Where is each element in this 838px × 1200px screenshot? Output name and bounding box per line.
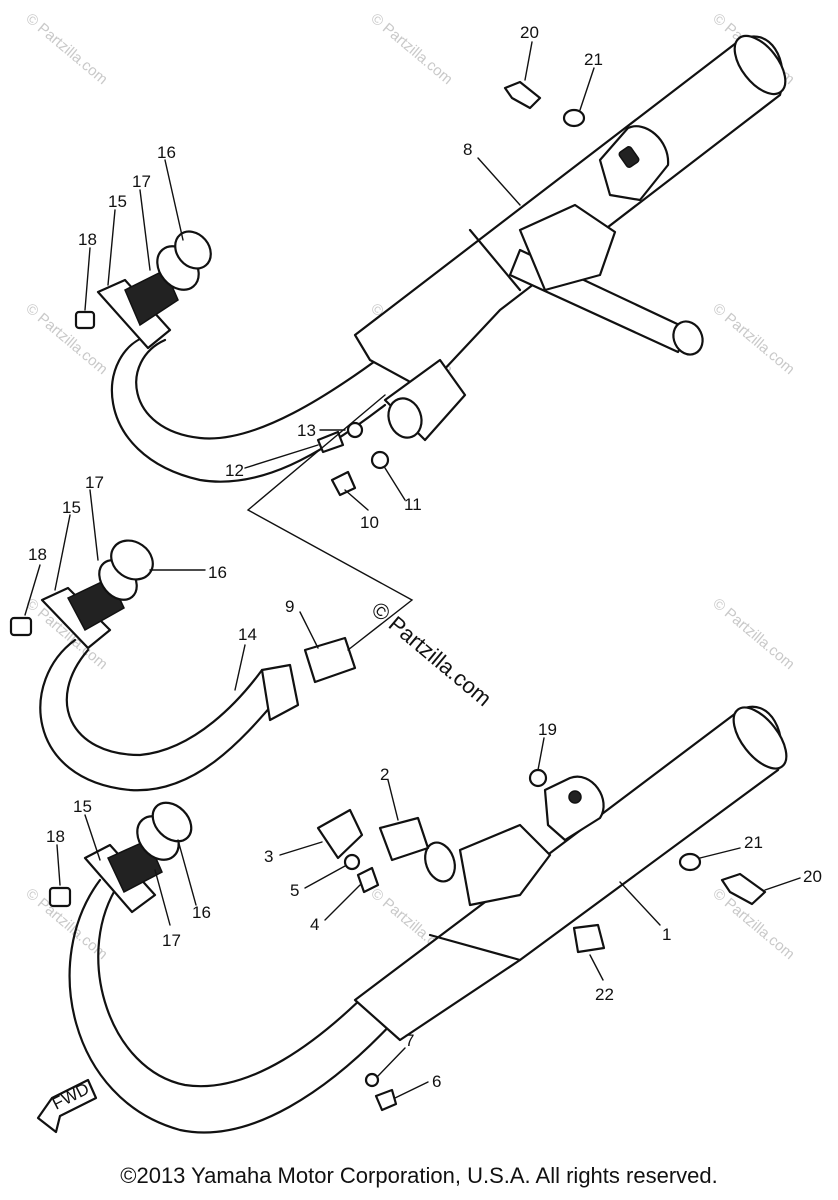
lower-inlet — [424, 841, 456, 883]
callout-leaders — [24, 41, 801, 1099]
callout-numbers: 20 21 8 16 17 15 18 13 12 10 11 17 15 18… — [28, 23, 822, 1091]
callout-17: 17 — [85, 473, 104, 492]
watermark-text: © Partzilla.com — [709, 595, 797, 673]
callout-9: 9 — [285, 597, 294, 616]
upper-washer-21 — [562, 108, 586, 128]
callout-21: 21 — [584, 50, 603, 69]
forward-arrow-icon: FWD — [36, 1078, 98, 1134]
callout-14: 14 — [238, 625, 257, 644]
upper-muffler-end — [733, 34, 787, 96]
lower-header-inner — [97, 888, 372, 1088]
callout-16: 16 — [208, 563, 227, 582]
upper-bolt-20 — [503, 80, 542, 110]
watermark-text: © Partzilla.com — [367, 10, 455, 88]
lower-muffler-assembly — [48, 705, 788, 1134]
callout-10: 10 — [360, 513, 379, 532]
callout-15: 15 — [62, 498, 81, 517]
lower-mount-hole — [568, 790, 582, 804]
upper-header-pipe — [110, 333, 387, 483]
upper-gasket-16 — [174, 230, 212, 270]
upper-cross-tube-end — [672, 320, 704, 356]
mid-pipe-14 — [260, 663, 300, 722]
lower-clamp-3 — [316, 808, 364, 860]
mid-flange-15 — [40, 586, 112, 650]
connection-line — [246, 394, 414, 651]
watermark-text: © Partzilla.com — [22, 300, 110, 378]
upper-washer-11 — [370, 450, 390, 470]
lower-bolt-4 — [356, 866, 380, 894]
copyright-notice: ©2013 Yamaha Motor Corporation, U.S.A. A… — [120, 1163, 718, 1188]
callout-19: 19 — [538, 720, 557, 739]
watermark-text: © Partzilla.com — [709, 300, 797, 378]
callout-11: 11 — [404, 495, 422, 514]
lower-mount-bracket — [543, 775, 605, 842]
lower-header-outer — [68, 878, 397, 1134]
mid-nut-18 — [9, 616, 33, 637]
lower-nut-18 — [48, 886, 72, 908]
lower-washer-7 — [364, 1072, 380, 1088]
upper-washer-13 — [346, 421, 364, 439]
upper-mount-slot — [618, 146, 640, 168]
lower-collar-2 — [378, 816, 430, 862]
exhaust-parts-diagram: © Partzilla.com © Partzilla.com © Partzi… — [9, 10, 822, 1134]
callout-6: 6 — [432, 1072, 441, 1091]
callout-3: 3 — [264, 847, 273, 866]
callout-7: 7 — [405, 1031, 414, 1050]
lower-joint-block — [458, 823, 552, 907]
lower-screw-6 — [374, 1088, 398, 1112]
upper-flange-15 — [96, 278, 172, 350]
upper-bolt-10 — [330, 470, 357, 497]
callout-5: 5 — [290, 881, 299, 900]
callout-18: 18 — [46, 827, 65, 846]
lower-washer-5 — [343, 853, 361, 871]
upper-muffler-seam — [468, 228, 522, 292]
lower-damper-22 — [572, 923, 606, 954]
lower-washer-21 — [678, 852, 702, 872]
callout-21: 21 — [744, 833, 763, 852]
callout-22: 22 — [595, 985, 614, 1004]
upper-nut-18 — [74, 310, 96, 330]
mid-header-outer — [39, 638, 287, 792]
mid-collar-9 — [303, 636, 357, 684]
lower-muffler-seam — [428, 933, 522, 962]
upper-header-pipe-inner — [135, 338, 392, 440]
callout-2: 2 — [380, 765, 389, 784]
middle-header-assembly — [9, 539, 357, 792]
callout-17: 17 — [132, 172, 151, 191]
callout-8: 8 — [463, 140, 472, 159]
upper-outlet-open — [387, 397, 423, 439]
callout-15: 15 — [73, 797, 92, 816]
callout-18: 18 — [28, 545, 47, 564]
callout-20: 20 — [520, 23, 539, 42]
callout-4: 4 — [310, 915, 319, 934]
callout-12: 12 — [225, 461, 244, 480]
callout-16: 16 — [192, 903, 211, 922]
callout-18: 18 — [78, 230, 97, 249]
callout-16: 16 — [157, 143, 176, 162]
upper-coil-17 — [124, 268, 179, 327]
watermark-text: © Partzilla.com — [22, 10, 110, 88]
lower-bolt-20 — [720, 872, 767, 906]
lower-nut-19 — [528, 768, 548, 788]
callout-17: 17 — [162, 931, 181, 950]
lower-muffler-body — [353, 705, 783, 1042]
callout-15: 15 — [108, 192, 127, 211]
mid-header-inner — [65, 648, 264, 757]
lower-gasket-16 — [151, 801, 193, 843]
upper-muffler-assembly — [74, 34, 787, 497]
center-watermark: © Partzilla.com — [367, 597, 497, 711]
callout-13: 13 — [297, 421, 316, 440]
lower-muffler-end — [732, 706, 788, 770]
callout-20: 20 — [803, 867, 822, 886]
callout-1: 1 — [662, 925, 671, 944]
mid-gasket-16 — [110, 539, 154, 581]
upper-joint-block — [518, 203, 617, 292]
